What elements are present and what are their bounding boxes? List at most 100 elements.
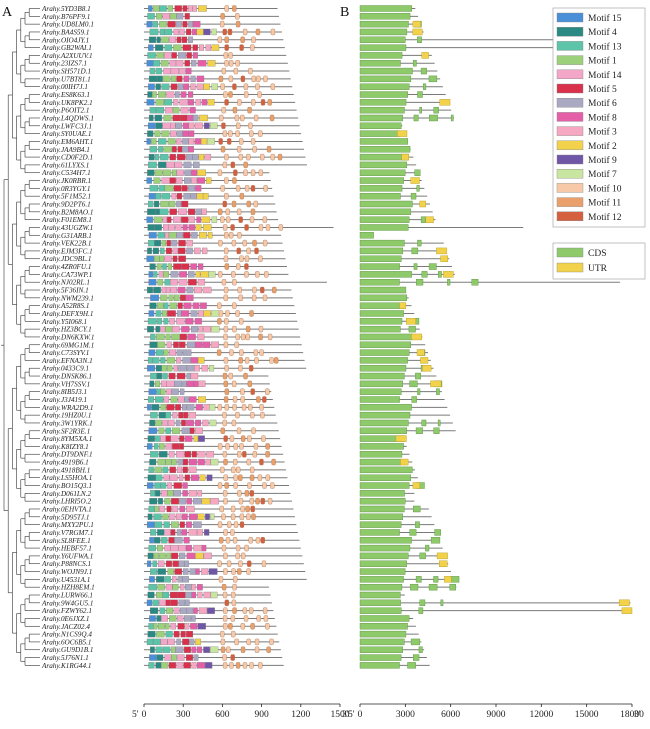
motif-box xyxy=(155,99,165,106)
gene-label: Arahy.UD8LM0.1 xyxy=(41,21,94,29)
gene-label: Arahy.NJ02RL.1 xyxy=(41,279,90,287)
motif-box xyxy=(244,490,249,497)
motif-box xyxy=(177,302,183,309)
motif-box xyxy=(182,466,188,474)
axis-tick-label: 12000 xyxy=(529,710,553,720)
motif-box xyxy=(180,294,186,301)
gene-structure xyxy=(359,52,432,59)
gene-structure-tracks xyxy=(359,5,633,669)
utr-region xyxy=(430,380,442,388)
cds-exon xyxy=(415,372,422,380)
motif-box xyxy=(197,513,205,520)
motif-box xyxy=(177,615,184,622)
legend-label: Motif 5 xyxy=(588,84,617,95)
motif-track xyxy=(144,239,283,247)
motif-box xyxy=(241,552,246,560)
motif-track xyxy=(144,192,274,200)
cds-exon xyxy=(359,490,405,497)
gene-label: Arahy.23IZS7.1 xyxy=(41,60,87,68)
motif-box xyxy=(242,451,247,458)
motif-box xyxy=(201,568,209,575)
motif-box xyxy=(159,5,167,12)
motif-box xyxy=(186,28,192,36)
utr-region xyxy=(401,153,409,161)
motif-track xyxy=(144,247,284,255)
motif-box xyxy=(262,239,268,247)
motif-box xyxy=(240,623,245,630)
motif-box xyxy=(171,388,179,395)
motif-box xyxy=(176,200,181,208)
motif-box xyxy=(189,568,196,575)
phylogenetic-tree xyxy=(1,8,40,666)
motif-box xyxy=(182,20,188,28)
gene-structure xyxy=(359,232,374,239)
cds-exon xyxy=(418,607,424,614)
motif-box xyxy=(185,599,190,606)
cds-exon xyxy=(440,599,444,607)
motif-box xyxy=(259,404,264,411)
motif-track xyxy=(144,583,269,591)
motif-box xyxy=(188,20,194,28)
motif-box xyxy=(152,357,160,364)
motif-box xyxy=(235,13,240,20)
legend-label: Motif 14 xyxy=(588,70,622,81)
motif-box xyxy=(241,333,246,341)
motif-box xyxy=(178,474,184,481)
gene-label: Arahy.ES8K63.1 xyxy=(41,91,90,99)
legend-swatch xyxy=(556,83,584,94)
motif-box xyxy=(172,584,179,591)
motif-box xyxy=(203,28,211,36)
motif-track xyxy=(144,208,277,216)
axis-tick-label: 900 xyxy=(254,710,269,720)
gene-label: Arahy.HZH8EM.1 xyxy=(41,584,95,592)
motif-box xyxy=(180,630,186,638)
legend-label: CDS xyxy=(588,249,606,259)
motif-box xyxy=(155,208,160,215)
legend-swatch xyxy=(556,140,584,151)
utr-region xyxy=(420,357,429,364)
motif-box xyxy=(171,458,177,466)
gene-structure xyxy=(359,20,422,28)
motif-track xyxy=(144,591,271,599)
motif-box xyxy=(148,544,156,552)
motif-track xyxy=(144,294,293,302)
motif-box xyxy=(245,333,250,341)
legend-label: Motif 1 xyxy=(588,56,617,67)
motif-box xyxy=(249,310,254,317)
cds-exon xyxy=(415,576,422,583)
motif-box xyxy=(219,537,224,544)
motif-box xyxy=(165,458,172,466)
motif-box xyxy=(250,138,256,145)
motif-box xyxy=(153,271,158,278)
motif-box xyxy=(232,177,237,184)
motif-box xyxy=(240,505,245,513)
motif-box xyxy=(202,247,208,255)
motif-box xyxy=(152,599,159,606)
cds-exon xyxy=(423,83,427,90)
motif-box xyxy=(178,255,186,262)
motif-track xyxy=(144,279,327,286)
motif-box xyxy=(153,286,161,294)
motif-box xyxy=(178,279,188,286)
motif-box xyxy=(183,411,189,419)
motif-box xyxy=(269,114,275,122)
motif-box xyxy=(171,239,178,247)
motif-box xyxy=(185,294,194,301)
motif-box xyxy=(198,435,205,442)
motif-track xyxy=(144,91,294,98)
legend-label: Motif 9 xyxy=(588,155,617,166)
motif-box xyxy=(149,263,156,270)
gene-label: Arahy.DN6KXW.1 xyxy=(41,333,94,341)
motif-box xyxy=(167,482,173,489)
motif-box xyxy=(190,193,197,200)
motif-box xyxy=(260,537,265,544)
motif-box xyxy=(250,623,255,630)
motif-box xyxy=(201,208,207,215)
legend-label: Motif 2 xyxy=(588,141,617,152)
motif-box xyxy=(171,146,177,153)
legend-swatch xyxy=(556,126,584,136)
motif-box xyxy=(192,28,197,36)
motif-box xyxy=(158,146,164,153)
gene-structure xyxy=(359,208,433,216)
cds-exon xyxy=(359,552,409,560)
